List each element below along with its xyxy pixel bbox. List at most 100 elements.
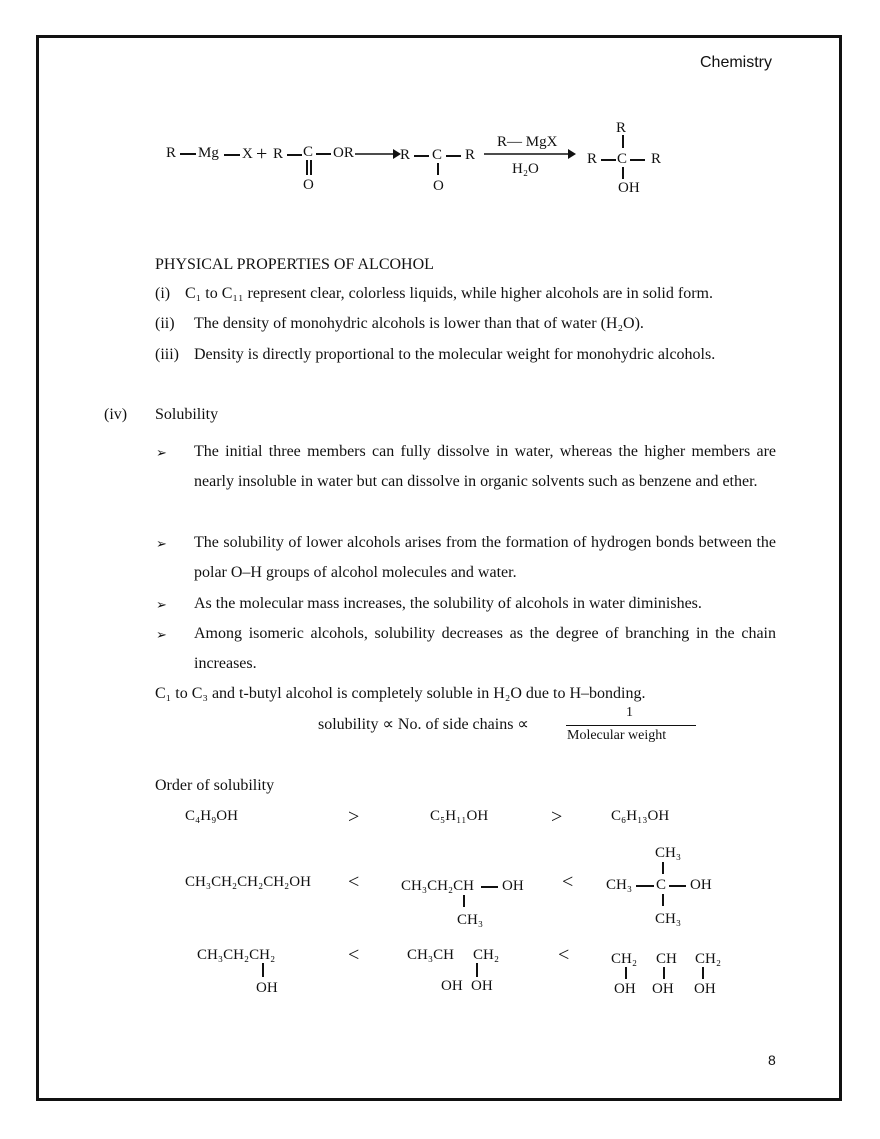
bond xyxy=(476,963,478,977)
page-border xyxy=(36,35,842,1101)
ketone-c: C xyxy=(432,147,443,163)
formula-propanol: CH₃CH₂CH₂ xyxy=(197,947,276,963)
ketone-r: R xyxy=(465,147,476,163)
hydroxyl-group: OH xyxy=(471,978,493,994)
less-than: < xyxy=(348,871,360,893)
fraction-bar xyxy=(566,725,696,726)
bullet-item: As the molecular mass increases, the sol… xyxy=(194,595,702,612)
double-bond xyxy=(310,160,312,175)
ester-r: R xyxy=(273,146,284,162)
ketone-r: R xyxy=(400,147,411,163)
greater-than: > xyxy=(551,806,563,828)
formula-propanediol: CH₃CH xyxy=(407,947,454,963)
ketone-o: O xyxy=(433,178,444,194)
bullet-arrow-icon: ➢ xyxy=(156,597,167,612)
solubility-statement: C₁ to C₃ and t-butyl alcohol is complete… xyxy=(155,685,646,702)
bond xyxy=(669,885,686,887)
bond xyxy=(663,967,665,979)
bond xyxy=(262,963,264,977)
bullet-arrow-icon: ➢ xyxy=(156,536,167,551)
bond xyxy=(622,167,624,179)
list-number: (iv) xyxy=(104,406,128,423)
double-bond xyxy=(306,160,308,175)
bond xyxy=(702,967,704,979)
property-item: Density is directly proportional to the … xyxy=(194,346,716,363)
list-number: (ii) xyxy=(155,315,175,332)
list-number: (iii) xyxy=(155,346,179,363)
property-item: The density of monohydric alcohols is lo… xyxy=(194,315,644,332)
reagent-water: H₂O xyxy=(512,161,539,177)
greater-than: > xyxy=(348,806,360,828)
bond xyxy=(662,894,664,906)
bond xyxy=(414,155,429,157)
reactant-r: R xyxy=(166,145,177,161)
methyl-group: CH₃ xyxy=(655,911,682,927)
order-title: Order of solubility xyxy=(155,777,275,794)
product-r-left: R xyxy=(587,151,598,167)
bond xyxy=(446,155,461,157)
page-number: 8 xyxy=(768,1052,776,1068)
hydroxyl-group: OH xyxy=(614,981,636,997)
bullet-item: The solubility of lower alcohols arises … xyxy=(194,534,776,581)
bullet-item: Among isomeric alcohols, solubility decr… xyxy=(194,625,776,672)
bond xyxy=(625,967,627,979)
bond xyxy=(224,154,240,156)
bond xyxy=(630,159,645,161)
bond xyxy=(662,862,664,874)
methylene-group: CH₂ xyxy=(695,951,722,967)
fraction-numerator: 1 xyxy=(626,705,633,720)
product-oh: OH xyxy=(618,180,640,196)
bond xyxy=(601,159,616,161)
bond xyxy=(463,895,465,907)
bond xyxy=(636,885,654,887)
methylene-group: CH₂ xyxy=(473,947,500,963)
fraction-denominator: Molecular weight xyxy=(567,728,667,743)
property-item: C₁ to C₁₁ represent clear, colorless liq… xyxy=(185,285,713,302)
formula-2-butanol: CH₃CH₂CH xyxy=(401,878,474,894)
methine-group: CH xyxy=(656,951,677,967)
ester-o: O xyxy=(303,177,314,193)
hydroxyl-group: OH xyxy=(256,980,278,996)
reaction-arrow xyxy=(484,149,576,159)
bond xyxy=(180,153,196,155)
bond xyxy=(622,135,624,148)
hydroxyl-group: OH xyxy=(652,981,674,997)
central-carbon: C xyxy=(656,877,667,893)
section-title: PHYSICAL PROPERTIES OF ALCOHOL xyxy=(155,256,434,273)
list-number: (i) xyxy=(155,285,171,302)
reactant-mg: Mg xyxy=(198,145,219,161)
product-r-top: R xyxy=(616,120,627,136)
solubility-relation: solubility ∝ No. of side chains ∝ xyxy=(318,716,529,733)
formula-pentanol: C₅H₁₁OH xyxy=(430,808,489,824)
ester-c: C xyxy=(303,144,314,160)
bond xyxy=(287,154,302,156)
formula-n-butanol: CH₃CH₂CH₂CH₂OH xyxy=(185,874,311,890)
less-than: < xyxy=(348,944,360,966)
less-than: < xyxy=(562,871,574,893)
ester-or: OR xyxy=(333,145,354,161)
header-subject: Chemistry xyxy=(700,54,773,71)
reactant-x: X xyxy=(242,146,253,162)
product-c: C xyxy=(617,151,628,167)
reaction-arrow xyxy=(355,149,401,159)
bond xyxy=(437,163,439,175)
bullet-arrow-icon: ➢ xyxy=(156,445,167,460)
formula-butanol: C₄H₉OH xyxy=(185,808,238,824)
bullet-arrow-icon: ➢ xyxy=(156,627,167,642)
hydroxyl-group: OH xyxy=(690,877,712,893)
hydroxyl-group: OH xyxy=(694,981,716,997)
bond xyxy=(481,886,498,888)
bullet-item: The initial three members can fully diss… xyxy=(194,443,776,490)
hydroxyl-group: OH xyxy=(441,978,463,994)
methyl-group: CH₃ xyxy=(655,845,682,861)
formula-hexanol: C₆H₁₃OH xyxy=(611,808,670,824)
methyl-group: CH₃ xyxy=(606,877,633,893)
reagent-grignard: R— MgX xyxy=(497,134,558,150)
plus-sign: + xyxy=(256,143,268,165)
formula-glycerol: CH₂ xyxy=(611,951,638,967)
bond xyxy=(316,153,331,155)
subsection-title: Solubility xyxy=(155,406,219,423)
methyl-group: CH₃ xyxy=(457,912,484,928)
less-than: < xyxy=(558,944,570,966)
product-r-right: R xyxy=(651,151,662,167)
